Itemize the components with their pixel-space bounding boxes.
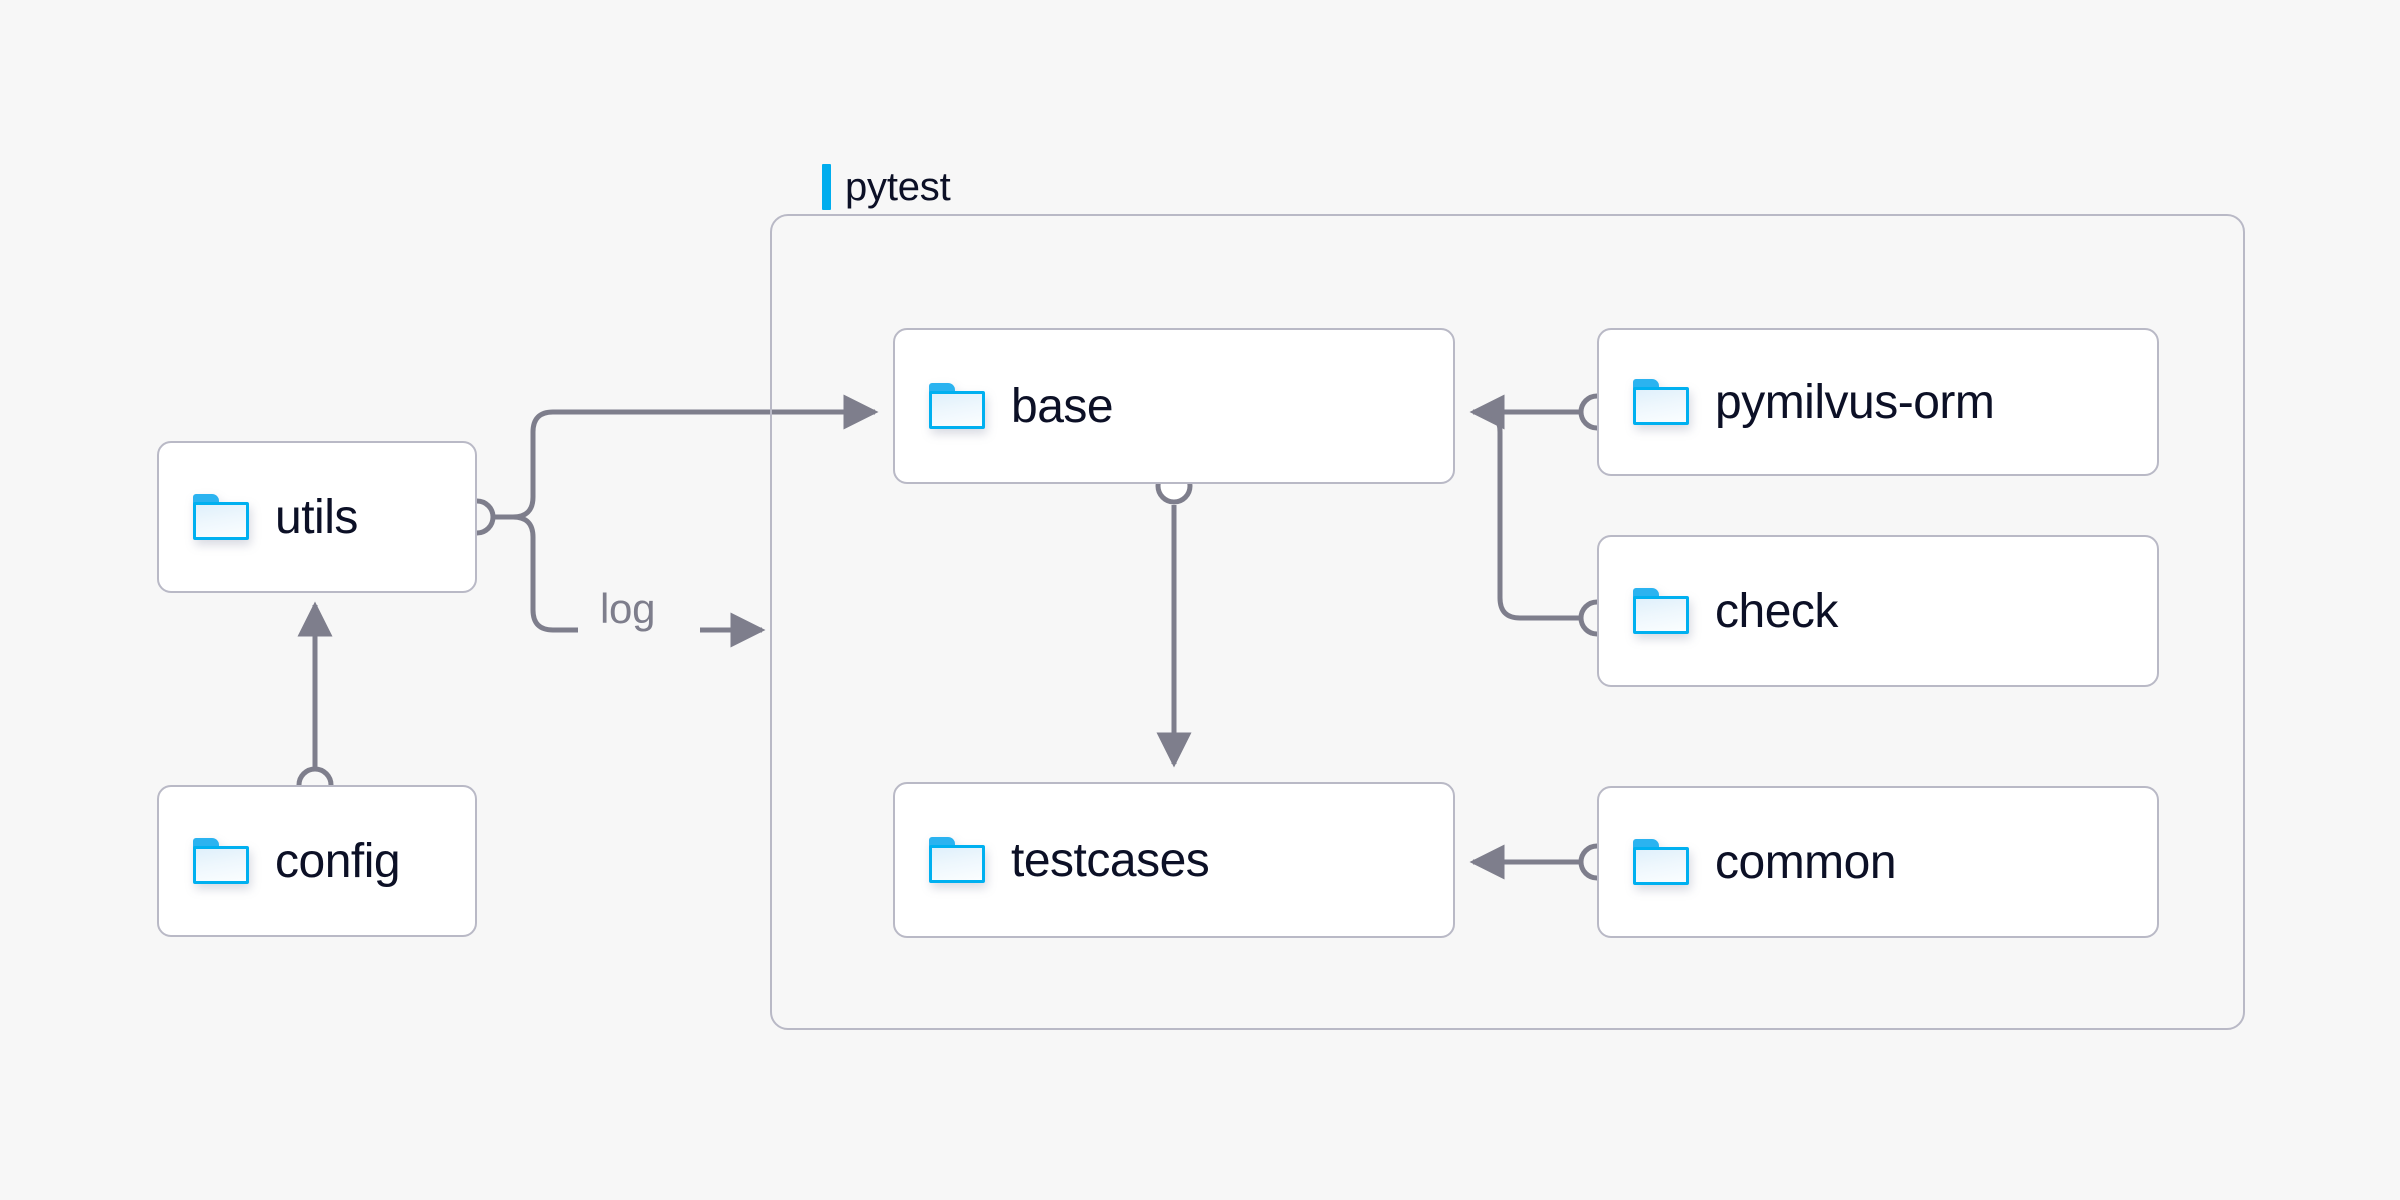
edge-label-log: log bbox=[600, 585, 656, 632]
group-pytest[interactable] bbox=[770, 214, 2245, 1030]
folder-icon bbox=[193, 838, 249, 884]
node-check[interactable]: check bbox=[1597, 535, 2159, 687]
node-config[interactable]: config bbox=[157, 785, 477, 937]
node-testcases[interactable]: testcases bbox=[893, 782, 1455, 938]
node-pymilvus-orm[interactable]: pymilvus-orm bbox=[1597, 328, 2159, 476]
folder-icon bbox=[193, 494, 249, 540]
node-testcases-label: testcases bbox=[1011, 833, 1210, 887]
node-config-label: config bbox=[275, 834, 401, 888]
node-utils-label: utils bbox=[275, 490, 358, 544]
folder-icon bbox=[1633, 839, 1689, 885]
edge-utils-to-pytest-log bbox=[477, 514, 578, 633]
node-common[interactable]: common bbox=[1597, 786, 2159, 938]
node-base[interactable]: base bbox=[893, 328, 1455, 484]
node-utils[interactable]: utils bbox=[157, 441, 477, 593]
folder-icon bbox=[1633, 588, 1689, 634]
node-pymilvus-orm-label: pymilvus-orm bbox=[1715, 375, 1995, 429]
node-base-label: base bbox=[1011, 379, 1114, 433]
group-pytest-label: pytest bbox=[812, 160, 965, 214]
group-pytest-label-text: pytest bbox=[845, 165, 951, 209]
folder-icon bbox=[929, 837, 985, 883]
node-check-label: check bbox=[1715, 584, 1838, 638]
folder-icon bbox=[929, 383, 985, 429]
folder-icon bbox=[1633, 379, 1689, 425]
edge-check-to-base bbox=[1473, 409, 1579, 621]
node-common-label: common bbox=[1715, 835, 1897, 889]
accent-bar-icon bbox=[822, 164, 831, 210]
